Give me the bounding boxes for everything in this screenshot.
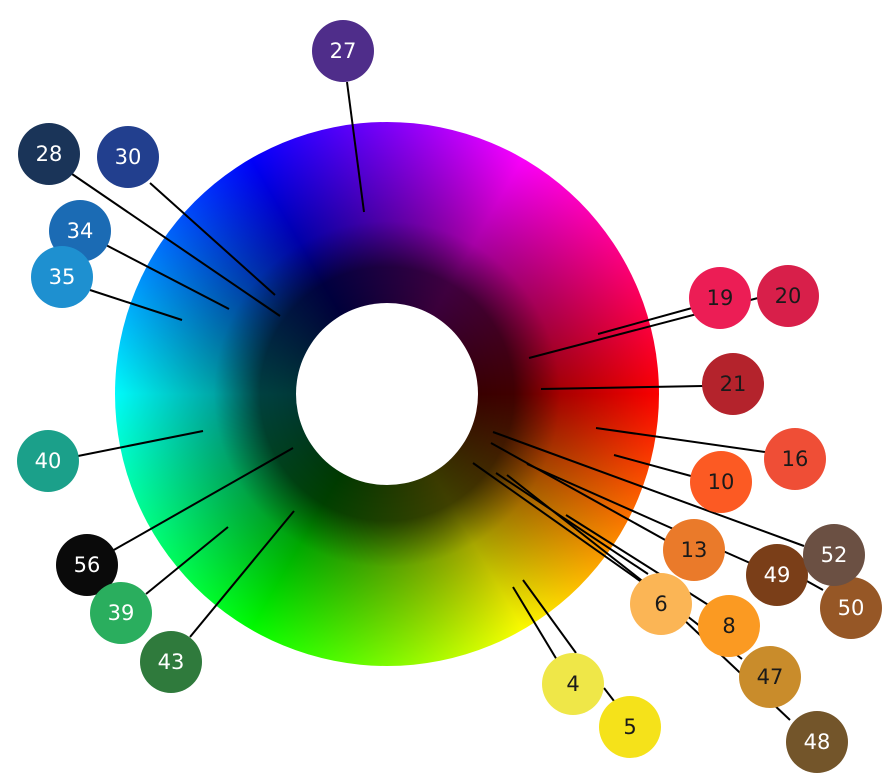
connector-13	[490, 442, 668, 542]
node-39[interactable]: 39	[90, 582, 152, 644]
connector-40	[77, 430, 204, 457]
connector-56	[111, 447, 294, 552]
node-8[interactable]: 8	[698, 595, 760, 657]
node-19[interactable]: 19	[689, 267, 751, 329]
node-48[interactable]: 48	[786, 711, 848, 773]
node-27[interactable]: 27	[312, 20, 374, 82]
connector-28	[71, 173, 281, 317]
connector-30	[149, 182, 276, 296]
connector-6a	[472, 462, 644, 584]
node-52[interactable]: 52	[803, 524, 865, 586]
node-43[interactable]: 43	[140, 631, 202, 693]
connector-43	[189, 510, 295, 638]
connector-39	[145, 526, 229, 595]
node-50[interactable]: 50	[820, 577, 882, 639]
node-35[interactable]: 35	[31, 246, 93, 308]
connector-35	[89, 289, 183, 321]
connector-4a	[512, 586, 558, 661]
node-30[interactable]: 30	[97, 126, 159, 188]
node-6[interactable]: 6	[630, 573, 692, 635]
node-20[interactable]: 20	[757, 265, 819, 327]
color-wheel	[115, 122, 659, 666]
node-10[interactable]: 10	[690, 451, 752, 513]
connector-52	[492, 431, 805, 547]
connector-6b	[495, 472, 649, 575]
node-21[interactable]: 21	[702, 353, 764, 415]
node-47[interactable]: 47	[739, 646, 801, 708]
node-4[interactable]: 4	[542, 653, 604, 715]
connector-4b	[522, 579, 577, 654]
node-28[interactable]: 28	[18, 123, 80, 185]
connector-5	[603, 687, 615, 702]
connector-10	[613, 454, 692, 477]
node-49[interactable]: 49	[746, 544, 808, 606]
node-40[interactable]: 40	[17, 430, 79, 492]
connector-34	[103, 243, 230, 310]
node-5[interactable]: 5	[599, 696, 661, 758]
node-16[interactable]: 16	[764, 428, 826, 490]
wheel-center-hole	[296, 303, 478, 485]
connector-19	[597, 307, 693, 335]
connector-27	[346, 81, 365, 213]
node-13[interactable]: 13	[663, 519, 725, 581]
connector-16	[595, 427, 766, 453]
connector-21	[540, 385, 704, 390]
